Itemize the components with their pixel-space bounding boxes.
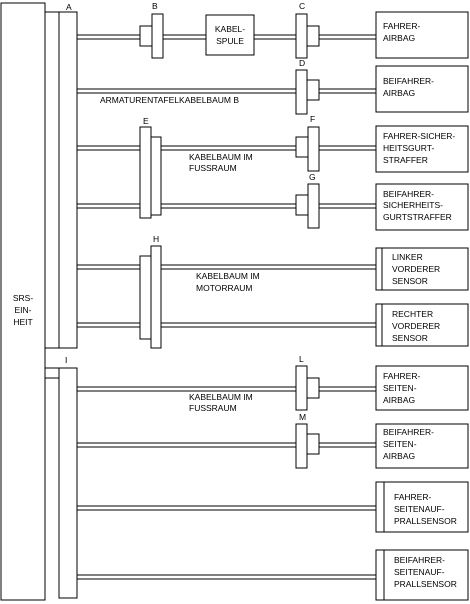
connector-c: C xyxy=(295,1,320,59)
connector-g-label: G xyxy=(309,172,316,182)
connector-d: D xyxy=(295,58,320,115)
component-label: PRALLSENSOR xyxy=(394,516,457,526)
harness-label-fussraum-1-line1: KABELBAUM IM xyxy=(189,152,253,162)
component-beifahrer-seitenaufprallsensor: BEIFAHRER- SEITENAUF- PRALLSENSOR xyxy=(375,549,469,601)
connector-h-label: H xyxy=(153,234,159,244)
srs-unit-label-3: HEIT xyxy=(13,317,32,327)
component-label: VORDERER xyxy=(392,264,440,274)
component-label: BEIFAHRER- xyxy=(394,555,445,565)
component-beifahrer-seitenairbag: BEIFAHRER- SEITEN- AIRBAG xyxy=(375,423,469,469)
component-label: STRAFFER xyxy=(383,155,428,165)
connector-e-label: E xyxy=(143,116,149,126)
component-label: FAHRER- xyxy=(383,21,420,31)
component-label: VORDERER xyxy=(392,321,440,331)
connector-l: L xyxy=(295,354,320,411)
harness-label-motorraum-line1: KABELBAUM IM xyxy=(196,271,260,281)
component-beifahrer-airbag: BEIFAHRER- AIRBAG xyxy=(375,65,469,113)
connector-m: M xyxy=(295,412,320,469)
wire-bundle xyxy=(77,34,376,580)
connector-h: H xyxy=(139,234,162,349)
component-label: FAHRER- xyxy=(383,371,420,381)
connector-m-label: M xyxy=(299,412,306,422)
component-label: LINKER xyxy=(392,252,423,262)
kabelspule-box: KABEL- SPULE xyxy=(205,14,255,56)
srs-unit-label-1: SRS- xyxy=(13,293,33,303)
component-label: BEIFAHRER- xyxy=(383,189,434,199)
component-label: FAHRER-SICHER- xyxy=(383,131,455,141)
component-fahrer-seitenaufprallsensor: FAHRER- SEITENAUF- PRALLSENSOR xyxy=(375,481,469,533)
component-label: BEIFAHRER- xyxy=(383,76,434,86)
component-label: SEITENAUF- xyxy=(394,567,445,577)
component-label: AIRBAG xyxy=(383,395,415,405)
component-fahrer-gurtstraffer: FAHRER-SICHER- HEITSGURT- STRAFFER xyxy=(375,125,469,173)
component-label: AIRBAG xyxy=(383,88,415,98)
connector-a: A xyxy=(44,2,78,349)
component-label: AIRBAG xyxy=(383,33,415,43)
component-label: GURTSTRAFFER xyxy=(383,212,452,222)
component-label: FAHRER- xyxy=(394,492,431,502)
harness-label-fussraum-1-line2: FUSSRAUM xyxy=(189,163,237,173)
connector-l-label: L xyxy=(299,354,304,364)
component-linker-sensor: LINKER VORDERER SENSOR xyxy=(375,247,469,291)
connector-e: E xyxy=(139,116,162,219)
component-label: BEIFAHRER- xyxy=(383,427,434,437)
connector-c-label: C xyxy=(299,1,305,11)
component-rechter-sensor: RECHTER VORDERER SENSOR xyxy=(375,303,469,347)
connector-b-label: B xyxy=(152,1,158,11)
srs-unit-label-2: EIN- xyxy=(15,305,32,315)
connector-f: F xyxy=(295,114,320,172)
connector-b: B xyxy=(139,1,164,59)
component-fahrer-seitenairbag: FAHRER- SEITEN- AIRBAG xyxy=(375,365,469,411)
component-label: PRALLSENSOR xyxy=(394,579,457,589)
kabelspule-label-1: KABEL- xyxy=(215,24,245,34)
connector-d-label: D xyxy=(299,58,305,68)
component-label: SEITENAUF- xyxy=(394,504,445,514)
harness-label-armaturentafel: ARMATURENTAFELKABELBAUM B xyxy=(100,95,239,105)
component-beifahrer-gurtstraffer: BEIFAHRER- SICHERHEITS- GURTSTRAFFER xyxy=(375,183,469,231)
connector-f-label: F xyxy=(310,114,315,124)
component-label: SICHERHEITS- xyxy=(383,200,443,210)
harness-label-fussraum-2-line2: FUSSRAUM xyxy=(189,403,237,413)
connector-a-label: A xyxy=(66,2,72,12)
component-label: SEITEN- xyxy=(383,439,417,449)
component-label: RECHTER xyxy=(392,309,433,319)
harness-label-fussraum-2-line1: KABELBAUM IM xyxy=(189,392,253,402)
component-label: SENSOR xyxy=(392,333,428,343)
kabelspule-label-2: SPULE xyxy=(216,36,244,46)
component-label: AIRBAG xyxy=(383,451,415,461)
harness-label-motorraum-line2: MOTORRAUM xyxy=(196,283,253,293)
component-fahrer-airbag: FAHRER- AIRBAG xyxy=(375,11,469,59)
srs-unit: SRS- EIN- HEIT xyxy=(0,2,46,601)
connector-g: G xyxy=(295,172,320,229)
connector-i: I xyxy=(44,355,78,599)
component-label: HEITSGURT- xyxy=(383,143,434,153)
component-label: SENSOR xyxy=(392,276,428,286)
connector-i-label: I xyxy=(65,355,67,365)
component-label: SEITEN- xyxy=(383,383,417,393)
